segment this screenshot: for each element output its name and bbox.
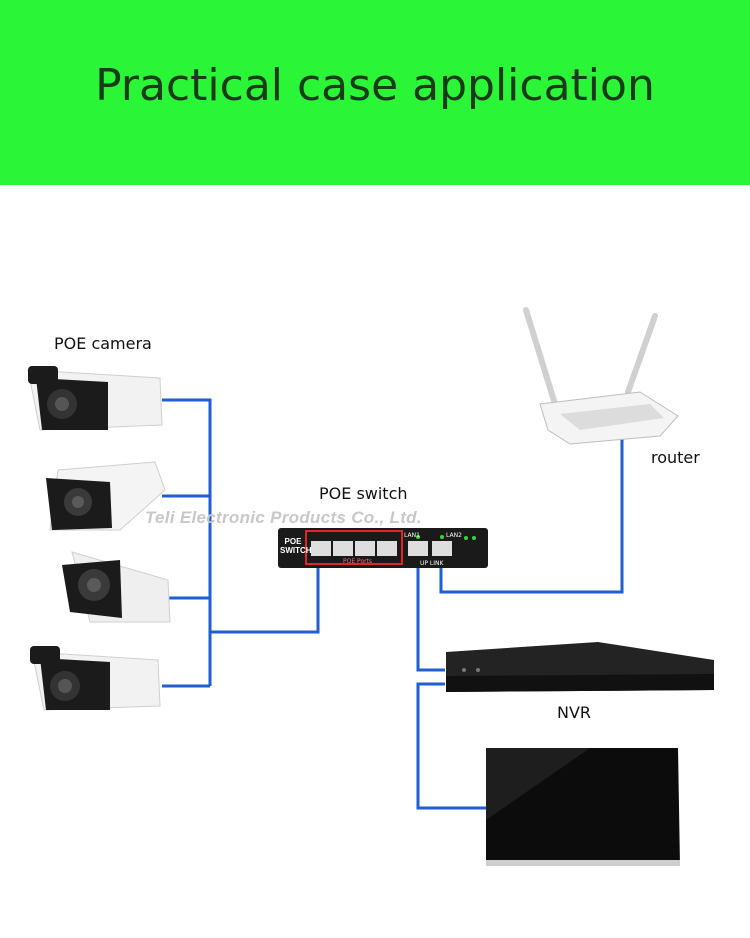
cables xyxy=(162,398,624,810)
watermark-text: Teli Electronic Products Co., Ltd. xyxy=(145,508,422,527)
camera-1-image xyxy=(27,366,163,431)
cameras-to-switch-cable xyxy=(210,568,320,634)
monitor-image xyxy=(486,748,680,866)
switch-badge-line2: SWITCH xyxy=(280,546,312,555)
camera-3-image xyxy=(62,551,171,623)
poe-camera-label: POE camera xyxy=(54,334,152,353)
lan1-label: LAN1 xyxy=(404,532,420,539)
lan2-label: LAN2 xyxy=(446,532,462,539)
header-banner: Practical case application xyxy=(0,0,750,185)
switch-to-nvr-cable xyxy=(416,568,445,672)
poe-ports-label: POE Ports xyxy=(343,558,373,565)
switch-badge: POE SWITCH xyxy=(280,537,312,555)
camera-2-image xyxy=(46,461,166,531)
router-image xyxy=(523,307,679,445)
nvr-to-monitor-cable xyxy=(416,682,486,810)
uplink-label: UP LINK xyxy=(420,560,444,567)
nvr-label: NVR xyxy=(557,703,592,722)
page-title: Practical case application xyxy=(95,60,655,111)
camera1-cable xyxy=(162,398,212,686)
switch-badge-line1: POE xyxy=(284,537,302,546)
switch-to-router-cable xyxy=(439,436,624,594)
nvr-image xyxy=(446,642,714,692)
router-label: router xyxy=(651,448,700,467)
camera-4-image xyxy=(30,646,161,711)
poe-switch-label: POE switch xyxy=(319,484,408,503)
poe-switch-image xyxy=(278,528,488,568)
